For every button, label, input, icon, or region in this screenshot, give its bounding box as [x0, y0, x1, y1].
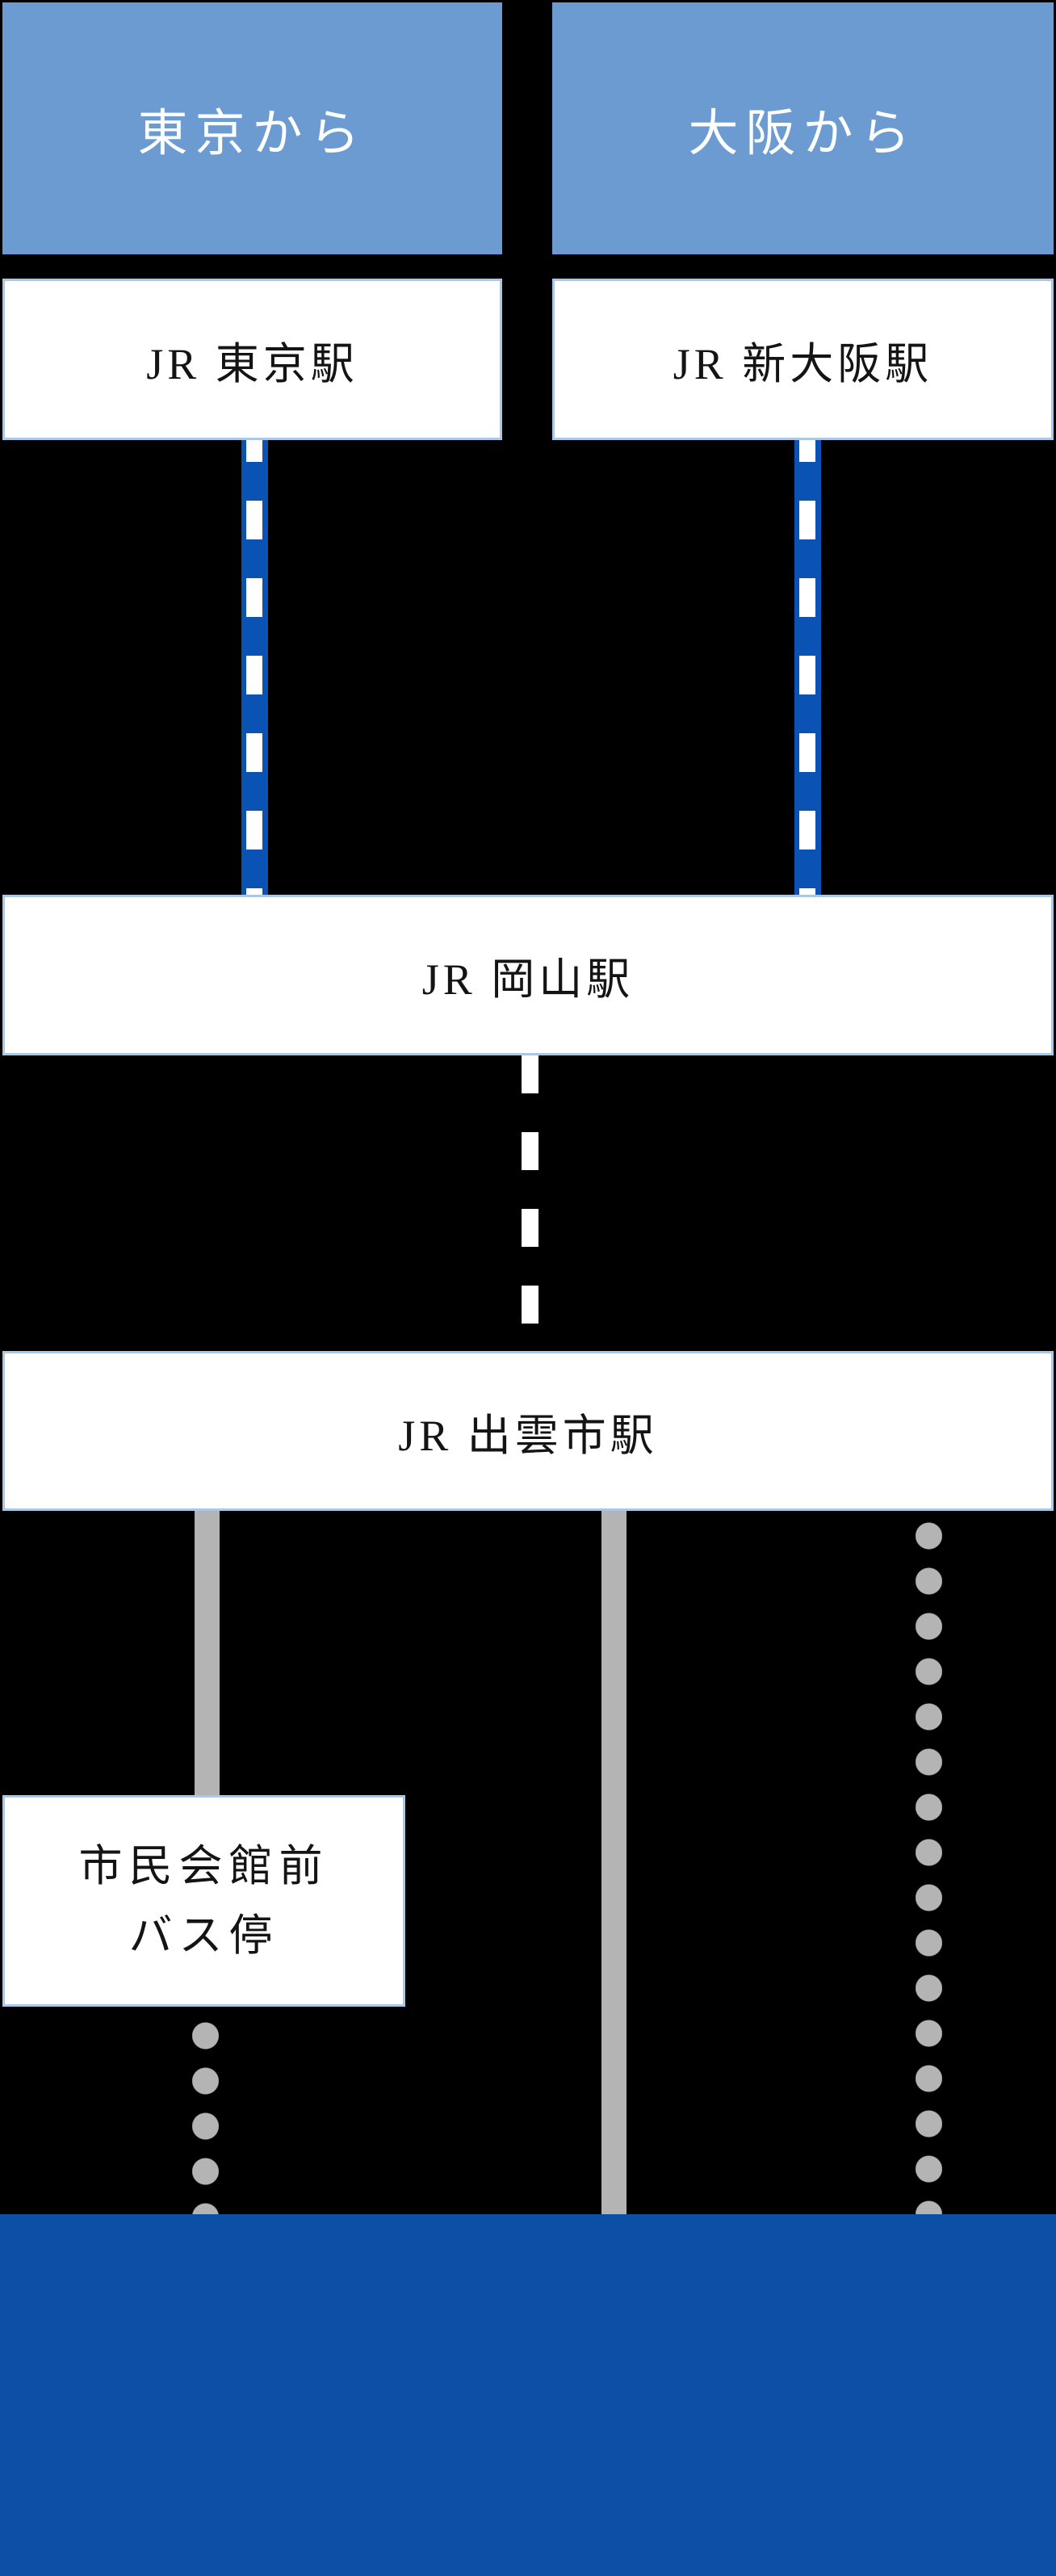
station-label-shin-osaka: JR 新大阪駅	[673, 339, 933, 388]
station-label-okayama: JR 岡山駅	[421, 955, 635, 1004]
station-box-okayama: JR 岡山駅	[2, 895, 1054, 1055]
bus-stop-label-line2: バス停	[128, 1911, 279, 1960]
rail-line-shin-osaka-okayama	[794, 440, 821, 895]
origin-label-tokyo: 東京から	[137, 107, 367, 162]
walk-line-izumoshi-hotel	[916, 1513, 942, 2214]
car-line-izumoshi-hotel	[601, 1511, 626, 2214]
rail-line-okayama-izumoshi	[522, 1055, 538, 1351]
bus-stop-box: 市民会館前 バス停	[2, 1795, 405, 2007]
bus-stop-label-line1: 市民会館前	[78, 1841, 329, 1890]
bus-line-izumoshi-bus-stop	[195, 1511, 220, 1795]
station-label-izumoshi: JR 出雲市駅	[398, 1411, 658, 1460]
station-box-tokyo: JR 東京駅	[2, 279, 502, 440]
walk-line-bus-stop-hotel	[192, 2013, 219, 2214]
rail-line-tokyo-okayama	[241, 440, 268, 895]
station-box-shin-osaka: JR 新大阪駅	[552, 279, 1054, 440]
station-box-izumoshi: JR 出雲市駅	[2, 1351, 1054, 1511]
hotel-footer: New Welcity ニューウェルシティ出雲	[0, 2214, 1056, 2576]
origin-label-osaka: 大阪から	[688, 107, 918, 162]
origin-header-osaka: 大阪から	[552, 2, 1054, 254]
station-label-tokyo: JR 東京駅	[146, 339, 358, 388]
origin-header-tokyo: 東京から	[2, 2, 502, 254]
